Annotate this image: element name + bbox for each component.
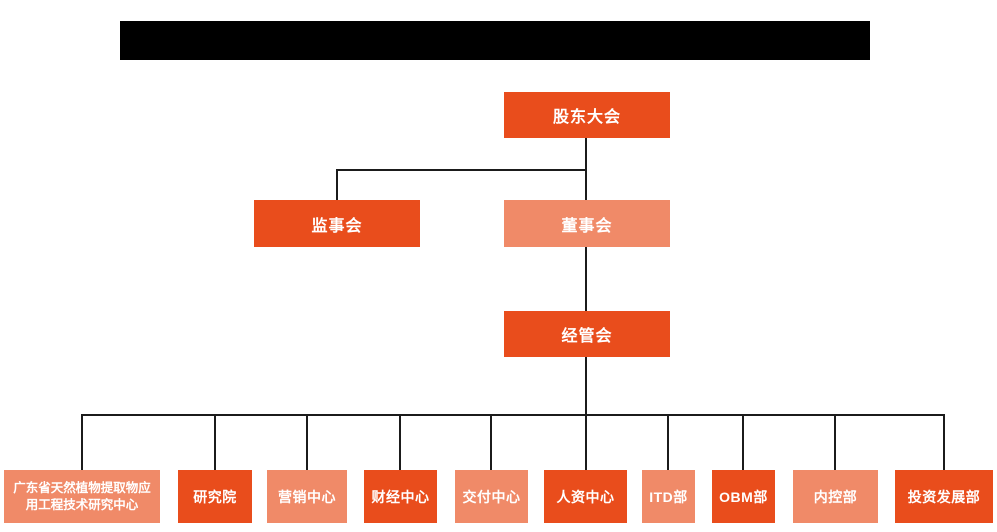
org-node-marketing-center: 营销中心	[267, 470, 347, 523]
org-node-obm-dept: OBM部	[712, 470, 775, 523]
org-node-label: 营销中心	[278, 488, 336, 505]
org-node-directors: 董事会	[504, 200, 670, 247]
org-node-label: 内控部	[813, 488, 858, 505]
org-node-itd-dept: ITD部	[642, 470, 695, 523]
redacted-title-bar	[120, 21, 870, 60]
org-node-label: 经管会	[561, 328, 613, 345]
connector-drop-hr-center	[585, 414, 587, 471]
org-node-label: 交付中心	[462, 488, 521, 505]
org-node-internal-control-dept: 内控部	[793, 470, 878, 523]
connector-drop-supervisors	[336, 169, 338, 201]
org-node-finance-center: 财经中心	[364, 470, 437, 523]
org-node-label: 投资发展部	[907, 488, 981, 505]
connector-drop-research-center	[81, 414, 83, 471]
connector-branch-horizontal	[336, 169, 587, 171]
org-node-label: ITD部	[649, 488, 688, 505]
org-node-label: 董事会	[561, 217, 613, 235]
org-node-management: 经管会	[504, 311, 670, 357]
connector-drop-marketing-center	[306, 414, 308, 471]
org-node-delivery-center: 交付中心	[455, 470, 528, 523]
org-node-label: 财经中心	[371, 488, 430, 505]
org-node-hr-center: 人资中心	[544, 470, 627, 523]
connector-drop-itd-dept	[667, 414, 669, 471]
connector-drop-obm-dept	[742, 414, 744, 471]
connector-drop-delivery-center	[490, 414, 492, 471]
org-node-label: 人资中心	[556, 488, 615, 505]
connector-drop-academy	[214, 414, 216, 471]
connector-drop-finance-center	[399, 414, 401, 471]
org-node-label: 监事会	[311, 217, 363, 235]
connector-drop-investment-dev-dept	[943, 414, 945, 471]
org-node-label: 广东省天然植物提取物应 用工程技术研究中心	[13, 480, 151, 512]
org-node-label: 研究院	[193, 488, 237, 505]
connector-drop-internal-control-dept	[834, 414, 836, 471]
connector-management-to-distributor	[585, 357, 587, 416]
org-node-academy: 研究院	[178, 470, 252, 523]
org-node-research-center: 广东省天然植物提取物应 用工程技术研究中心	[4, 470, 160, 523]
org-node-investment-development-dept: 投资发展部	[895, 470, 993, 523]
connector-directors-to-management	[585, 247, 587, 312]
org-node-label: 股东大会	[552, 109, 621, 126]
org-node-shareholders: 股东大会	[504, 92, 670, 138]
org-node-label: OBM部	[719, 488, 768, 505]
connector-distributor-horizontal	[81, 414, 944, 416]
org-node-supervisors: 监事会	[254, 200, 420, 247]
